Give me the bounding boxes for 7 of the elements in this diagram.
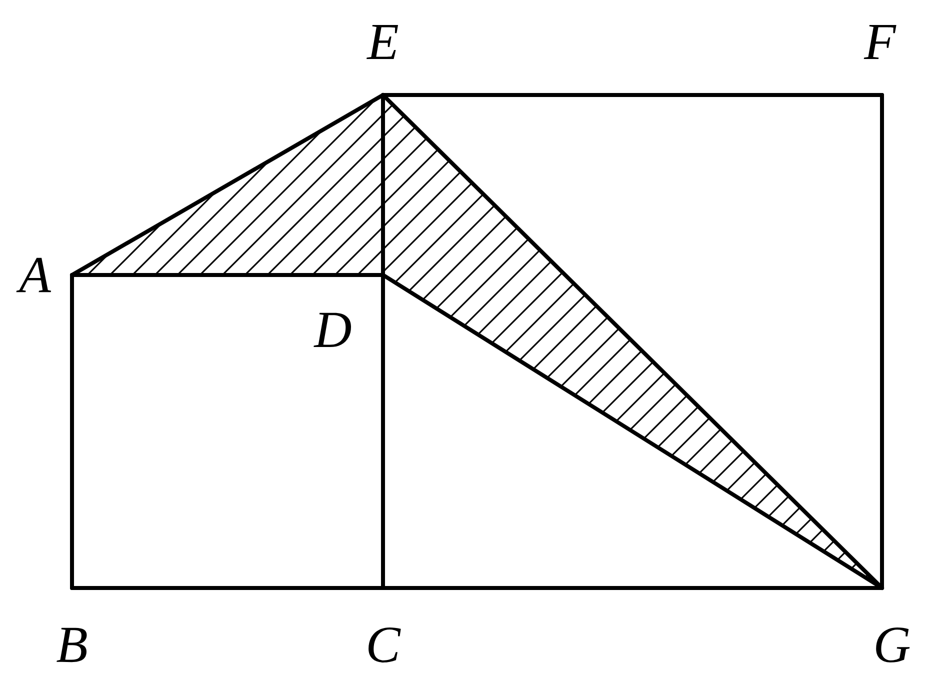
point-label: G: [876, 628, 910, 662]
point-label: A: [16, 258, 52, 292]
point-label: B: [56, 628, 87, 662]
point-label: D: [314, 312, 351, 348]
point-label: E: [366, 24, 398, 59]
point-label: F: [864, 24, 896, 59]
point-label: C: [368, 628, 401, 662]
